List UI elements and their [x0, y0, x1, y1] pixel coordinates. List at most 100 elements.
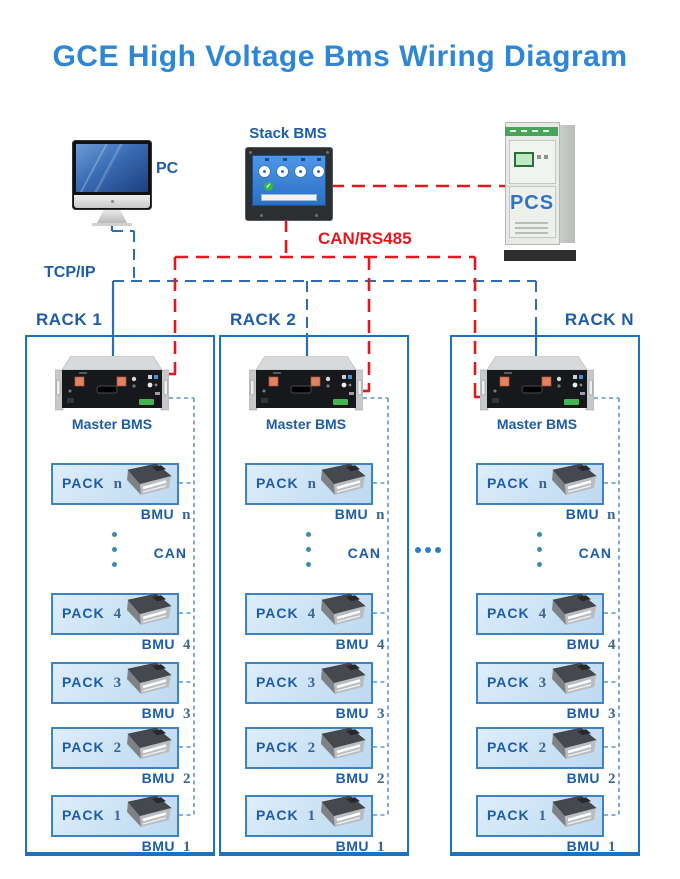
progress-bar	[261, 194, 317, 201]
check-icon: ✓	[264, 182, 273, 191]
pc-screen	[76, 144, 148, 192]
pc-device	[72, 140, 152, 210]
bmu-device	[550, 663, 598, 696]
master-bms-label: Master BMS	[71, 416, 153, 432]
bmu-device	[319, 796, 367, 829]
can-label: CAN	[578, 545, 612, 561]
bmu-device	[550, 464, 598, 497]
pcs-base	[504, 250, 576, 261]
pcs-button	[544, 155, 548, 159]
pack-ellipsis	[112, 532, 117, 567]
pc-stand	[97, 210, 127, 223]
master-bms-label: Master BMS	[496, 416, 578, 432]
pack-ellipsis	[537, 532, 542, 567]
pcs-lcd-screen	[514, 152, 534, 167]
screw-dot	[315, 214, 318, 217]
pc-camera-dot	[111, 200, 114, 203]
can-label: CAN	[347, 545, 381, 561]
screen-icon	[283, 158, 287, 161]
screen-icon	[301, 158, 305, 161]
bmu-device	[125, 663, 173, 696]
stack-bms-device: ✓	[245, 147, 333, 221]
pcs-vent	[515, 227, 548, 229]
pc-base	[92, 223, 132, 226]
pc-label: PC	[156, 160, 179, 177]
can-rs485-label: CAN/RS485	[318, 229, 412, 248]
more-racks-ellipsis	[415, 547, 441, 553]
rack-name: RACK N	[564, 310, 634, 329]
master-bms-label: Master BMS	[265, 416, 347, 432]
pcs-side-panel	[557, 125, 575, 243]
rackn-can-trunk	[594, 397, 620, 815]
rackn-can-taps	[604, 482, 619, 816]
pcs-cabinet	[504, 122, 576, 261]
master-bms-device	[249, 356, 363, 411]
pack-ellipsis	[306, 532, 311, 567]
rack1-can-taps	[179, 482, 194, 816]
gauge-icon	[313, 166, 324, 177]
screen-icon	[265, 158, 269, 161]
stack-bms-screen: ✓	[252, 155, 326, 206]
pc-screen-glare	[76, 144, 148, 192]
pcs-vent	[515, 222, 548, 224]
rack1-can-trunk	[169, 397, 195, 815]
screw-dot	[260, 214, 263, 217]
bmu-device	[319, 464, 367, 497]
gauge-icon	[259, 166, 270, 177]
pcs-header-band	[505, 127, 558, 136]
bmu-device	[319, 728, 367, 761]
bmu-device	[125, 728, 173, 761]
rack-name: RACK 2	[230, 310, 297, 329]
bmu-device	[125, 594, 173, 627]
pcs-vent	[515, 232, 548, 234]
master-bms-device	[480, 356, 594, 411]
master-bms-device	[55, 356, 169, 411]
screw-dot	[249, 151, 252, 154]
pcs-lower-door	[509, 186, 556, 238]
gauge-icon	[277, 166, 288, 177]
